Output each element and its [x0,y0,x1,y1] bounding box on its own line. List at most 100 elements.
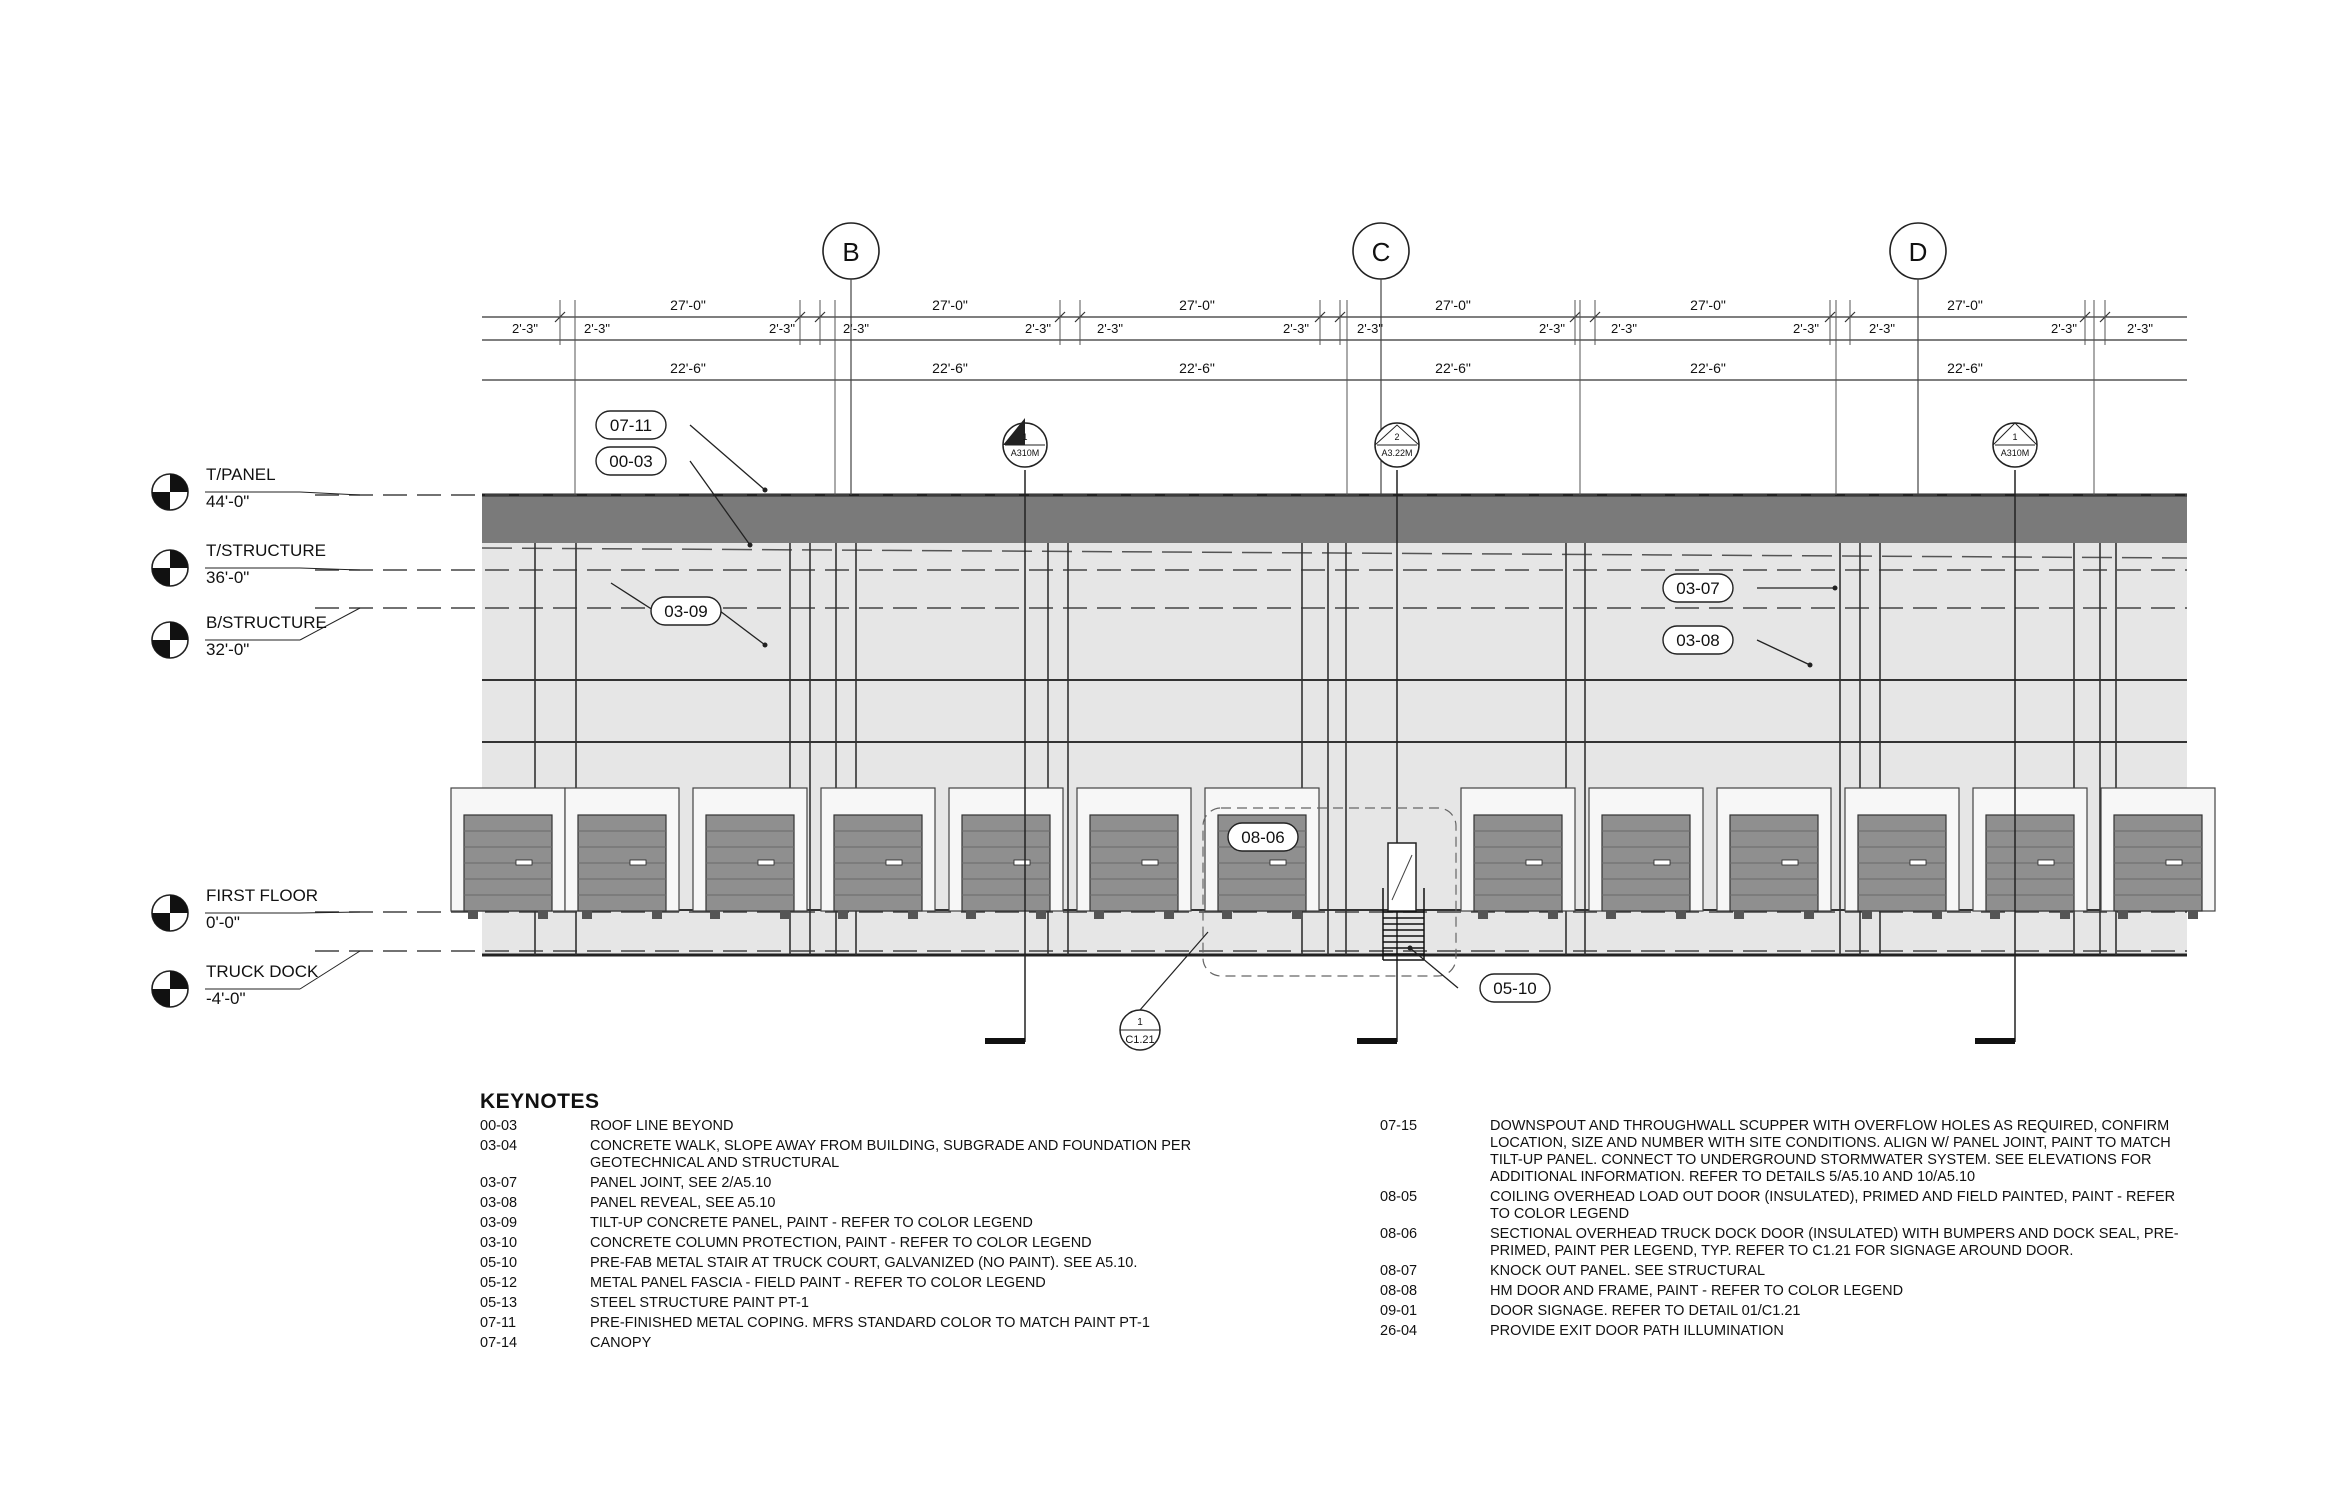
keynote-tag-label: 07-11 [610,416,652,435]
keynote-tag-label: 03-08 [1676,631,1719,650]
keynote-tag-label: 08-06 [1241,828,1284,847]
keynote-tag-label: 03-09 [664,602,707,621]
keynote-code: 03-08 [480,1195,518,1211]
keynote-code: 26-04 [1380,1323,1418,1339]
dimension-text: 2'-3" [2051,321,2077,336]
keynote-row: 03-09 TILT-UP CONCRETE PANEL, PAINT - REF… [480,1215,1240,1232]
dimension-text: 2'-3" [584,321,610,336]
keynote-code: 03-09 [480,1215,518,1231]
keynote-code: 09-01 [1380,1303,1418,1319]
level-elevation: 44'-0" [206,492,249,511]
truck-dock-door [1972,787,2088,919]
truck-dock-door [948,787,1064,919]
level-marker-truck-dock: TRUCK DOCK -4'-0" [151,950,361,1008]
level-elevation: -4'-0" [206,989,246,1008]
grid-bubble-B: B [822,222,880,495]
dimension-text: 2'-3" [1869,321,1895,336]
truck-dock-door [1076,787,1192,919]
dimension-text: 2'-3" [1357,321,1383,336]
door-handle-icon [1525,859,1543,866]
keynote-code: 03-10 [480,1235,518,1251]
dimension-text: 2'-3" [1097,321,1123,336]
door-handle-icon [1269,859,1287,866]
door-handle-icon [1653,859,1671,866]
dimension-text: 2'-3" [769,321,795,336]
dimension-text: 27'-0" [1947,297,1983,313]
grid-label-C: C [1372,237,1391,267]
truck-dock-door [1460,787,1576,919]
keynote-tag-07-11: 07-11 [595,410,768,493]
section-mark-3: 1 A310M [1975,422,2038,1044]
keynote-text: ROOF LINE BEYOND [590,1118,734,1134]
level-lines [315,494,2187,952]
dimension-text: 2'-3" [843,321,869,336]
keynote-code: 05-12 [480,1275,518,1291]
dimension-text: 2'-3" [512,321,538,336]
keynote-tag-label: 05-10 [1493,979,1536,998]
dimension-text: 22'-6" [1690,360,1726,376]
door-handle-icon [2037,859,2055,866]
truck-dock-door [1844,787,1960,919]
level-elevation: 36'-0" [206,568,249,587]
section-sheet: A3.22M [1381,448,1412,458]
keynote-row: 03-10 CONCRETE COLUMN PROTECTION, PAINT -… [480,1235,1240,1252]
door-handle-icon [2165,859,2183,866]
door-handle-icon [885,859,903,866]
keynote-tag-label: 00-03 [609,452,652,471]
truck-dock-door [820,787,936,919]
keynote-text: STEEL STRUCTURE PAINT PT-1 [590,1295,809,1311]
dimension-text: 22'-6" [1179,360,1215,376]
section-sheet: A310M [1011,448,1040,458]
level-elevation: 0'-0" [206,913,240,932]
grid-label-D: D [1909,237,1928,267]
keynote-tag-03-07: 03-07 [1662,573,1838,603]
door-handle-icon [629,859,647,866]
truck-dock-door [1588,787,1704,919]
keynote-code: 07-14 [480,1335,518,1351]
metal-coping-band [482,495,2187,543]
keynote-text: PRE-FINISHED METAL COPING. MFRS STANDARD… [590,1315,1150,1331]
dimension-text: 27'-0" [1690,297,1726,313]
keynote-code: 03-04 [480,1138,518,1154]
section-number: 1 [2012,432,2017,442]
keynote-code: 07-11 [480,1315,517,1331]
keynote-tag-03-08: 03-08 [1662,625,1813,668]
keynotes-title: KEYNOTES [480,1090,600,1113]
section-number: 1 [1022,432,1027,442]
truck-dock-door [450,787,566,919]
detail-callout: 1 C1.21 [1119,931,1209,1051]
dimension-text: 27'-0" [1435,297,1471,313]
keynote-text: CONCRETE WALK, SLOPE AWAY FROM BUILDING,… [590,1138,1192,1171]
keynote-row: 05-10 PRE-FAB METAL STAIR AT TRUCK COURT,… [480,1255,1240,1272]
dimension-text: 27'-0" [1179,297,1215,313]
keynote-text: TILT-UP CONCRETE PANEL, PAINT - REFER TO… [590,1215,1033,1231]
keynote-tag-00-03: 00-03 [595,446,753,548]
keynote-text: CONCRETE COLUMN PROTECTION, PAINT - REFE… [590,1235,1092,1251]
dimension-text: 2'-3" [1025,321,1051,336]
dimension-text: 2'-3" [1539,321,1565,336]
dimension-text: 27'-0" [670,297,706,313]
dimension-text: 22'-6" [932,360,968,376]
keynote-code: 05-13 [480,1295,518,1311]
door-handle-icon [1909,859,1927,866]
keynote-text: CANOPY [590,1335,652,1351]
keynote-text: PROVIDE EXIT DOOR PATH ILLUMINATION [1490,1323,1784,1339]
keynote-code: 05-10 [480,1255,518,1271]
section-number: 2 [1394,432,1399,442]
truck-dock-door [2100,787,2216,919]
keynote-row: 07-11 PRE-FINISHED METAL COPING. MFRS STA… [480,1315,1240,1332]
keynote-text: PRE-FAB METAL STAIR AT TRUCK COURT, GALV… [590,1255,1138,1271]
detail-number: 1 [1137,1017,1143,1028]
level-name: TRUCK DOCK [206,962,319,981]
